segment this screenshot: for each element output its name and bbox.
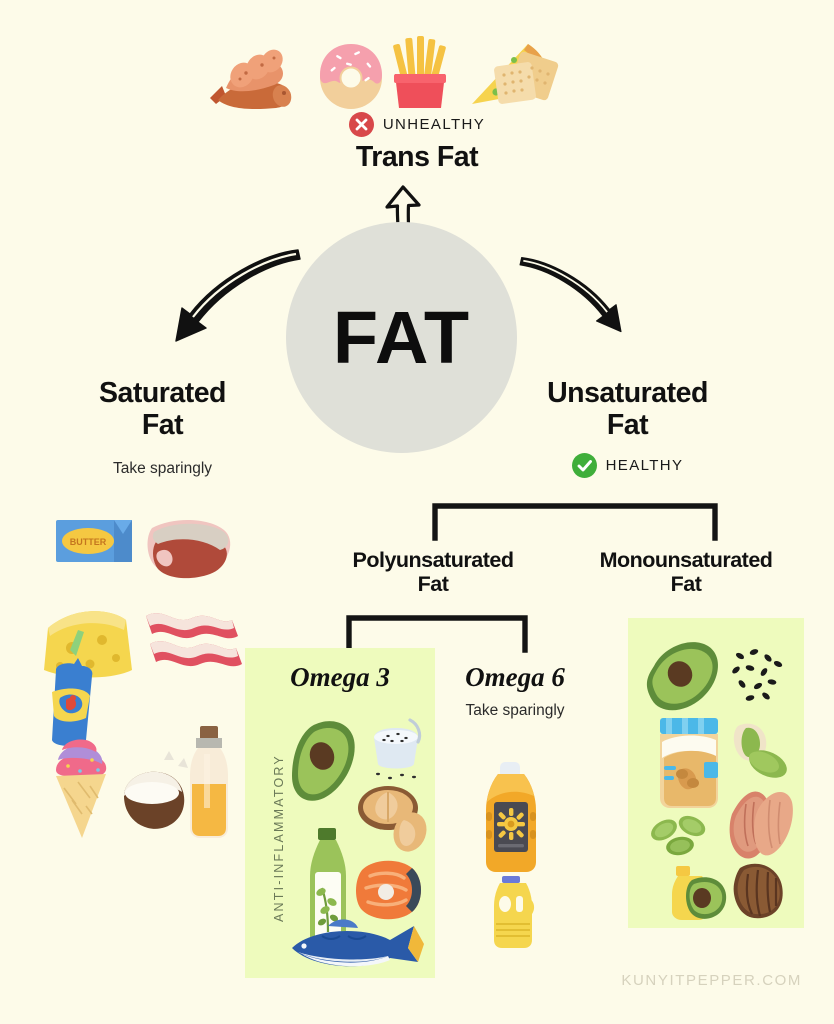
unhealthy-label: UNHEALTHY [382,116,486,133]
arrow-to-saturated-fat [160,238,305,343]
monounsaturated-fat-title-line1: Monounsaturated [599,548,773,572]
unsaturated-fat-title-line2: Fat [606,408,649,441]
vegetable-oil-jug-icon [494,876,535,948]
avocado-icon [646,642,719,711]
arrow-to-unsaturated-fat [516,238,634,343]
pistachios-icon [733,723,787,778]
monounsaturated-fat-title-line2: Fat [670,572,702,597]
saturated-fat-note: Take sparingly [112,460,213,477]
sausage-icon [210,49,292,110]
fat-center-circle: FAT [286,222,517,453]
saturated-fat-title: Saturated Fat [30,377,295,442]
sunflower-oil-bottle-icon [486,762,536,872]
french-fries-icon [393,36,446,108]
site-watermark: KUNYITPEPPER.COM [621,972,802,989]
x-circle-icon [348,112,374,137]
butter-icon: BUTTER [56,520,132,562]
oil-bottle-icon [190,726,228,838]
saturated-fat-title-line1: Saturated [99,377,226,409]
avocado-oil-bottle-icon [672,866,727,920]
chia-bowl-icon [374,718,422,780]
omega-3-food-icons [278,710,430,970]
unsaturated-fat-title: Unsaturated Fat [500,377,755,442]
mackerel-fish-icon [292,919,424,967]
healthy-badge: HEALTHY [500,453,755,478]
bacon-icon [146,613,242,667]
omega-6-food-icons [472,758,562,948]
monounsaturated-food-icons [640,630,796,920]
ice-cream-icon [56,739,107,838]
almonds-icon [729,791,793,859]
salmon-steak-icon [356,860,421,920]
walnuts-icon [358,786,427,852]
coconut-icon [124,751,188,829]
steak-icon [147,519,231,579]
unsaturated-bracket [430,500,720,542]
polyunsaturated-fat-title: Polyunsaturated Fat [322,548,544,596]
polyunsaturated-fat-title-line2: Fat [417,572,449,597]
omega-3-title: Omega 3 [290,662,390,692]
omega-6-note: Take sparingly [465,702,565,719]
unhealthy-badge: UNHEALTHY [0,112,834,137]
saturated-fat-title-line2: Fat [141,408,184,441]
sesame-seeds-icon [732,649,783,701]
crackers-icon [494,51,559,104]
saturated-fat-food-icons: BUTTER [28,508,248,838]
pumpkin-seeds-icon [651,815,706,856]
unsaturated-fat-title-line1: Unsaturated [547,377,708,409]
peanut-butter-jar-icon [660,718,718,808]
trans-fat-food-icons [196,30,566,110]
monounsaturated-fat-title: Monounsaturated Fat [566,548,806,596]
pecans-icon [733,863,783,919]
avocado-icon [292,721,355,801]
svg-text:BUTTER: BUTTER [70,537,107,547]
trans-fat-title: Trans Fat [355,141,479,173]
donut-icon [320,44,382,109]
milkshake-icon [52,630,93,746]
up-arrow-to-trans-fat [378,182,430,233]
fat-center-label: FAT [332,296,471,379]
polyunsaturated-fat-title-line1: Polyunsaturated [352,548,514,572]
polyunsaturated-bracket [344,612,530,654]
omega-6-title: Omega 6 [465,662,565,692]
check-circle-icon [571,453,597,478]
healthy-label: HEALTHY [605,457,684,474]
